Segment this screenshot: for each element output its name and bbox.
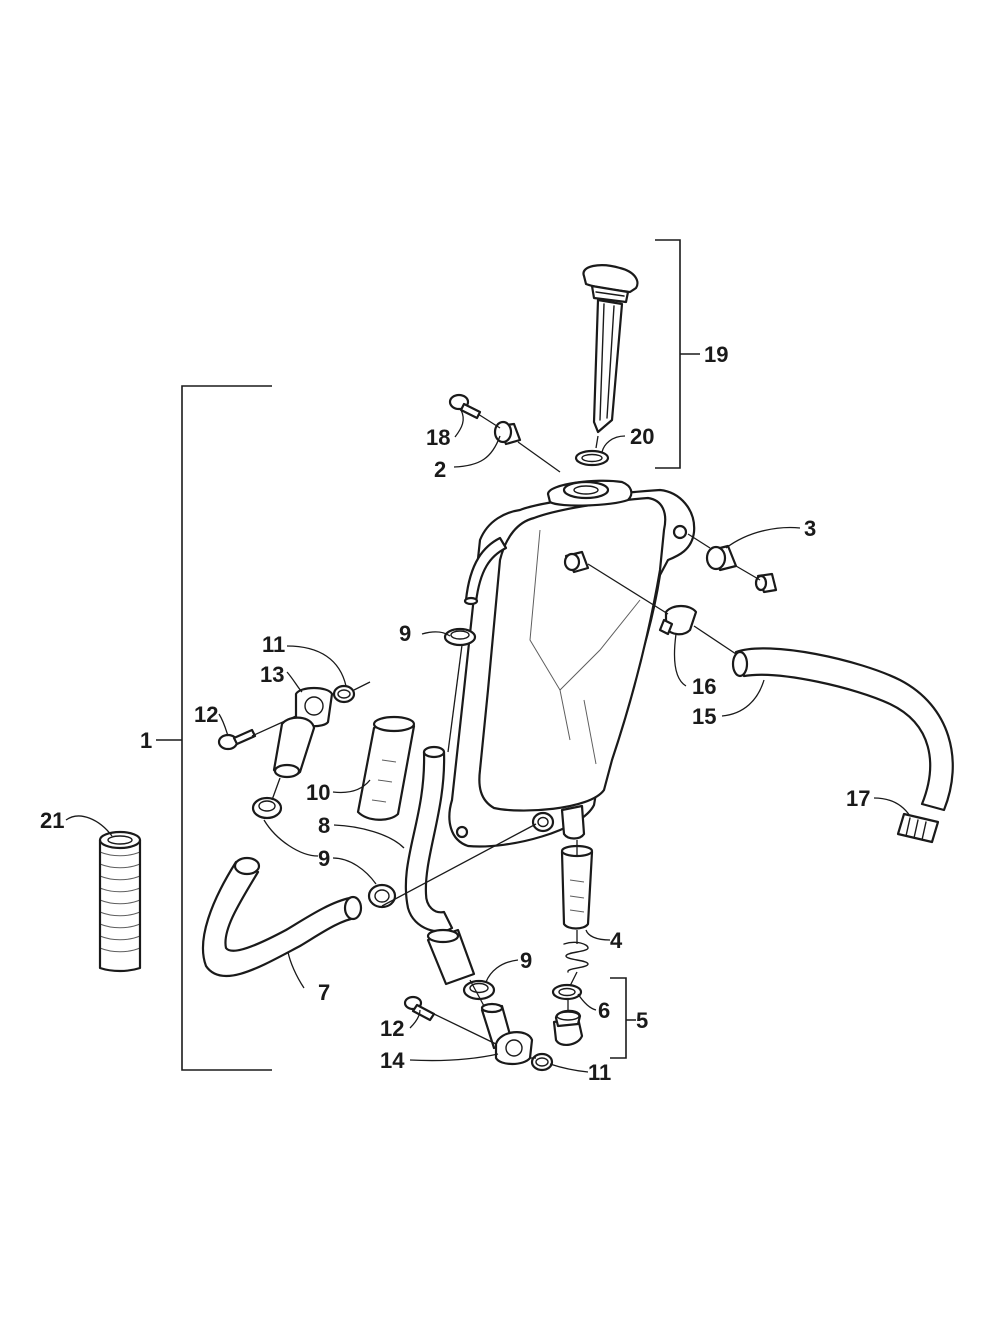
callout-4: 4 xyxy=(610,928,623,953)
clamp-9-left xyxy=(251,796,283,820)
leader-lines xyxy=(65,409,911,1073)
elbow-fitting-13 xyxy=(272,686,334,779)
callout-8: 8 xyxy=(318,813,330,838)
callout-16: 16 xyxy=(692,674,716,699)
callout-7: 7 xyxy=(318,980,330,1005)
callout-14: 14 xyxy=(380,1048,405,1073)
callout-13: 13 xyxy=(260,662,284,687)
callout-5: 5 xyxy=(636,1008,648,1033)
bracket-assembly-1 xyxy=(156,385,272,1071)
clamp-9-lower xyxy=(462,979,496,1001)
callout-1: 1 xyxy=(140,728,152,753)
bracket-dipstick-19 xyxy=(655,239,700,469)
callout-12-upper: 12 xyxy=(194,702,218,727)
callout-labels: 1 2 3 4 5 6 7 8 9 9 9 10 11 11 12 12 13 … xyxy=(40,342,870,1085)
connector-17 xyxy=(896,812,940,844)
callout-9-lower: 9 xyxy=(520,948,532,973)
clamp-16 xyxy=(658,604,698,636)
fitting-14 xyxy=(480,1002,534,1066)
hose-7 xyxy=(201,856,363,978)
callout-3: 3 xyxy=(804,516,816,541)
oil-tank xyxy=(448,479,696,848)
callout-6: 6 xyxy=(598,998,610,1023)
callout-11-upper: 11 xyxy=(262,632,285,657)
callout-10: 10 xyxy=(306,780,330,805)
o-ring-6 xyxy=(551,983,583,1001)
callout-9-center: 9 xyxy=(318,846,330,871)
drain-plug xyxy=(552,1009,584,1046)
callout-12-lower: 12 xyxy=(380,1016,404,1041)
hose-15 xyxy=(731,647,954,812)
callout-17: 17 xyxy=(846,786,870,811)
spring xyxy=(563,941,589,973)
callout-2: 2 xyxy=(434,457,446,482)
hose-roll-21 xyxy=(98,830,142,973)
o-ring-20 xyxy=(574,449,610,467)
sleeve-10 xyxy=(356,715,416,821)
o-ring-11-upper xyxy=(332,684,356,704)
clamp-9-upper xyxy=(443,627,477,647)
callout-11-lower: 11 xyxy=(588,1060,611,1085)
screw-18 xyxy=(448,393,482,420)
callout-20: 20 xyxy=(630,424,654,449)
bolt-12-lower xyxy=(403,995,436,1022)
dipstick xyxy=(582,264,639,434)
strainer-4 xyxy=(560,844,594,930)
clamp-9-center xyxy=(367,883,397,909)
bolt-12-upper xyxy=(217,728,257,751)
bracket-drain-plug-5 xyxy=(610,977,636,1059)
callout-18: 18 xyxy=(426,425,450,450)
callout-15: 15 xyxy=(692,704,716,729)
callout-9-upper: 9 xyxy=(399,621,411,646)
callout-21: 21 xyxy=(40,808,64,833)
callout-19: 19 xyxy=(704,342,728,367)
o-ring-11-lower xyxy=(530,1052,554,1072)
